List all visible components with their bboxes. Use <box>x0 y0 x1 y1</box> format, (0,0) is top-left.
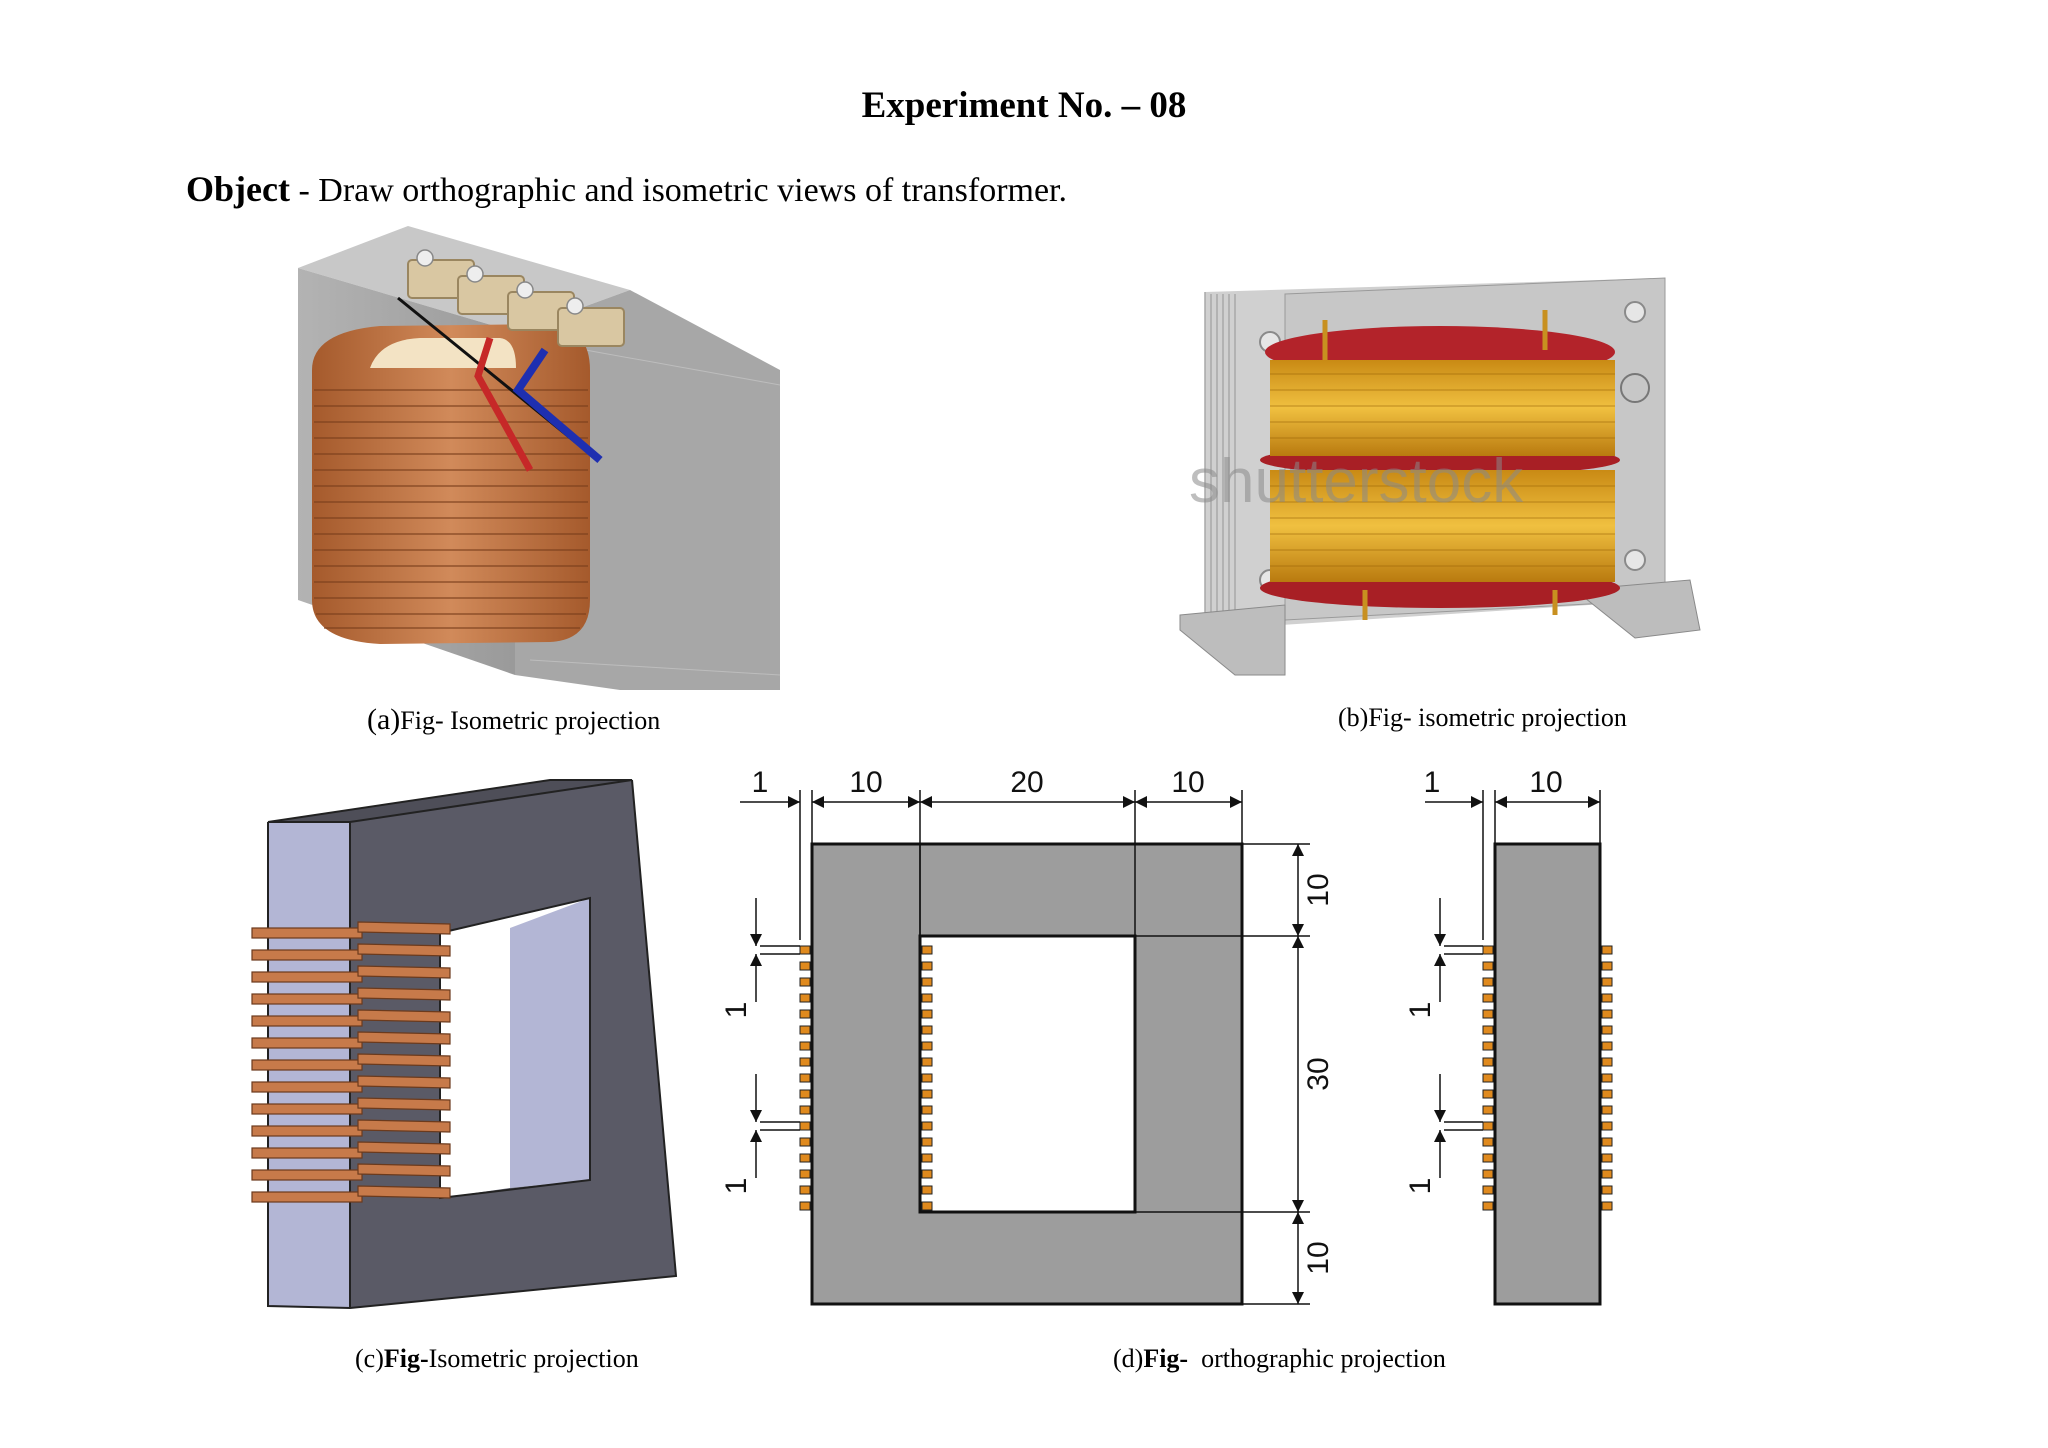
dim-front-right-3: 10 <box>1302 1241 1335 1274</box>
caption-bold: Fig- <box>1143 1344 1189 1373</box>
page-title: Experiment No. – 08 <box>861 85 1187 126</box>
caption-text: Fig- Isometric projection <box>400 706 661 735</box>
figure-c-caption: (c)Fig-Isometric projection <box>355 1344 639 1374</box>
dim-front-top-3: 20 <box>1010 766 1043 799</box>
dim-side-top-2: 10 <box>1529 766 1562 799</box>
object-label: Object <box>186 169 290 209</box>
dim-side-left-2: 1 <box>1404 1178 1437 1195</box>
caption-prefix: (c) <box>355 1344 384 1373</box>
object-text: - Draw orthographic and isometric views … <box>289 172 1068 209</box>
dim-front-left-2: 1 <box>720 1178 753 1195</box>
figure-a-caption: (a)Fig- Isometric projection <box>367 703 660 737</box>
figure-a-transformer-image <box>290 220 810 700</box>
dim-side-left-1: 1 <box>1404 1002 1437 1019</box>
dim-front-top-2: 10 <box>849 766 882 799</box>
dim-front-left-1: 1 <box>720 1002 753 1019</box>
figure-d-orthographic-drawing: 1 10 20 10 10 30 10 1 1 <box>720 760 1630 1320</box>
caption-prefix: (a) <box>367 703 401 736</box>
dim-front-top-1: 1 <box>752 766 769 799</box>
caption-prefix: (d) <box>1113 1344 1144 1373</box>
dim-front-right-1: 10 <box>1302 873 1335 906</box>
caption-prefix: (b) <box>1338 703 1369 732</box>
object-statement: Object - Draw orthographic and isometric… <box>186 168 1067 210</box>
dim-front-top-4: 10 <box>1171 766 1204 799</box>
caption-text: orthographic projection <box>1188 1344 1446 1373</box>
figure-d-caption: (d)Fig- orthographic projection <box>1113 1344 1446 1374</box>
figure-c-isometric-core <box>240 778 690 1318</box>
figure-b-transformer-image: shutterstock <box>1175 270 1705 690</box>
side-view <box>1482 842 1613 1306</box>
dim-side-top-1: 1 <box>1424 766 1441 799</box>
caption-bold: Fig- <box>383 1344 429 1373</box>
front-view <box>799 842 1244 1306</box>
watermark-text: shutterstock <box>1189 447 1524 516</box>
caption-text: Fig- isometric projection <box>1368 703 1627 732</box>
figure-b-caption: (b)Fig- isometric projection <box>1338 703 1627 733</box>
caption-text: Isometric projection <box>428 1344 639 1373</box>
dim-front-right-2: 30 <box>1302 1057 1335 1090</box>
